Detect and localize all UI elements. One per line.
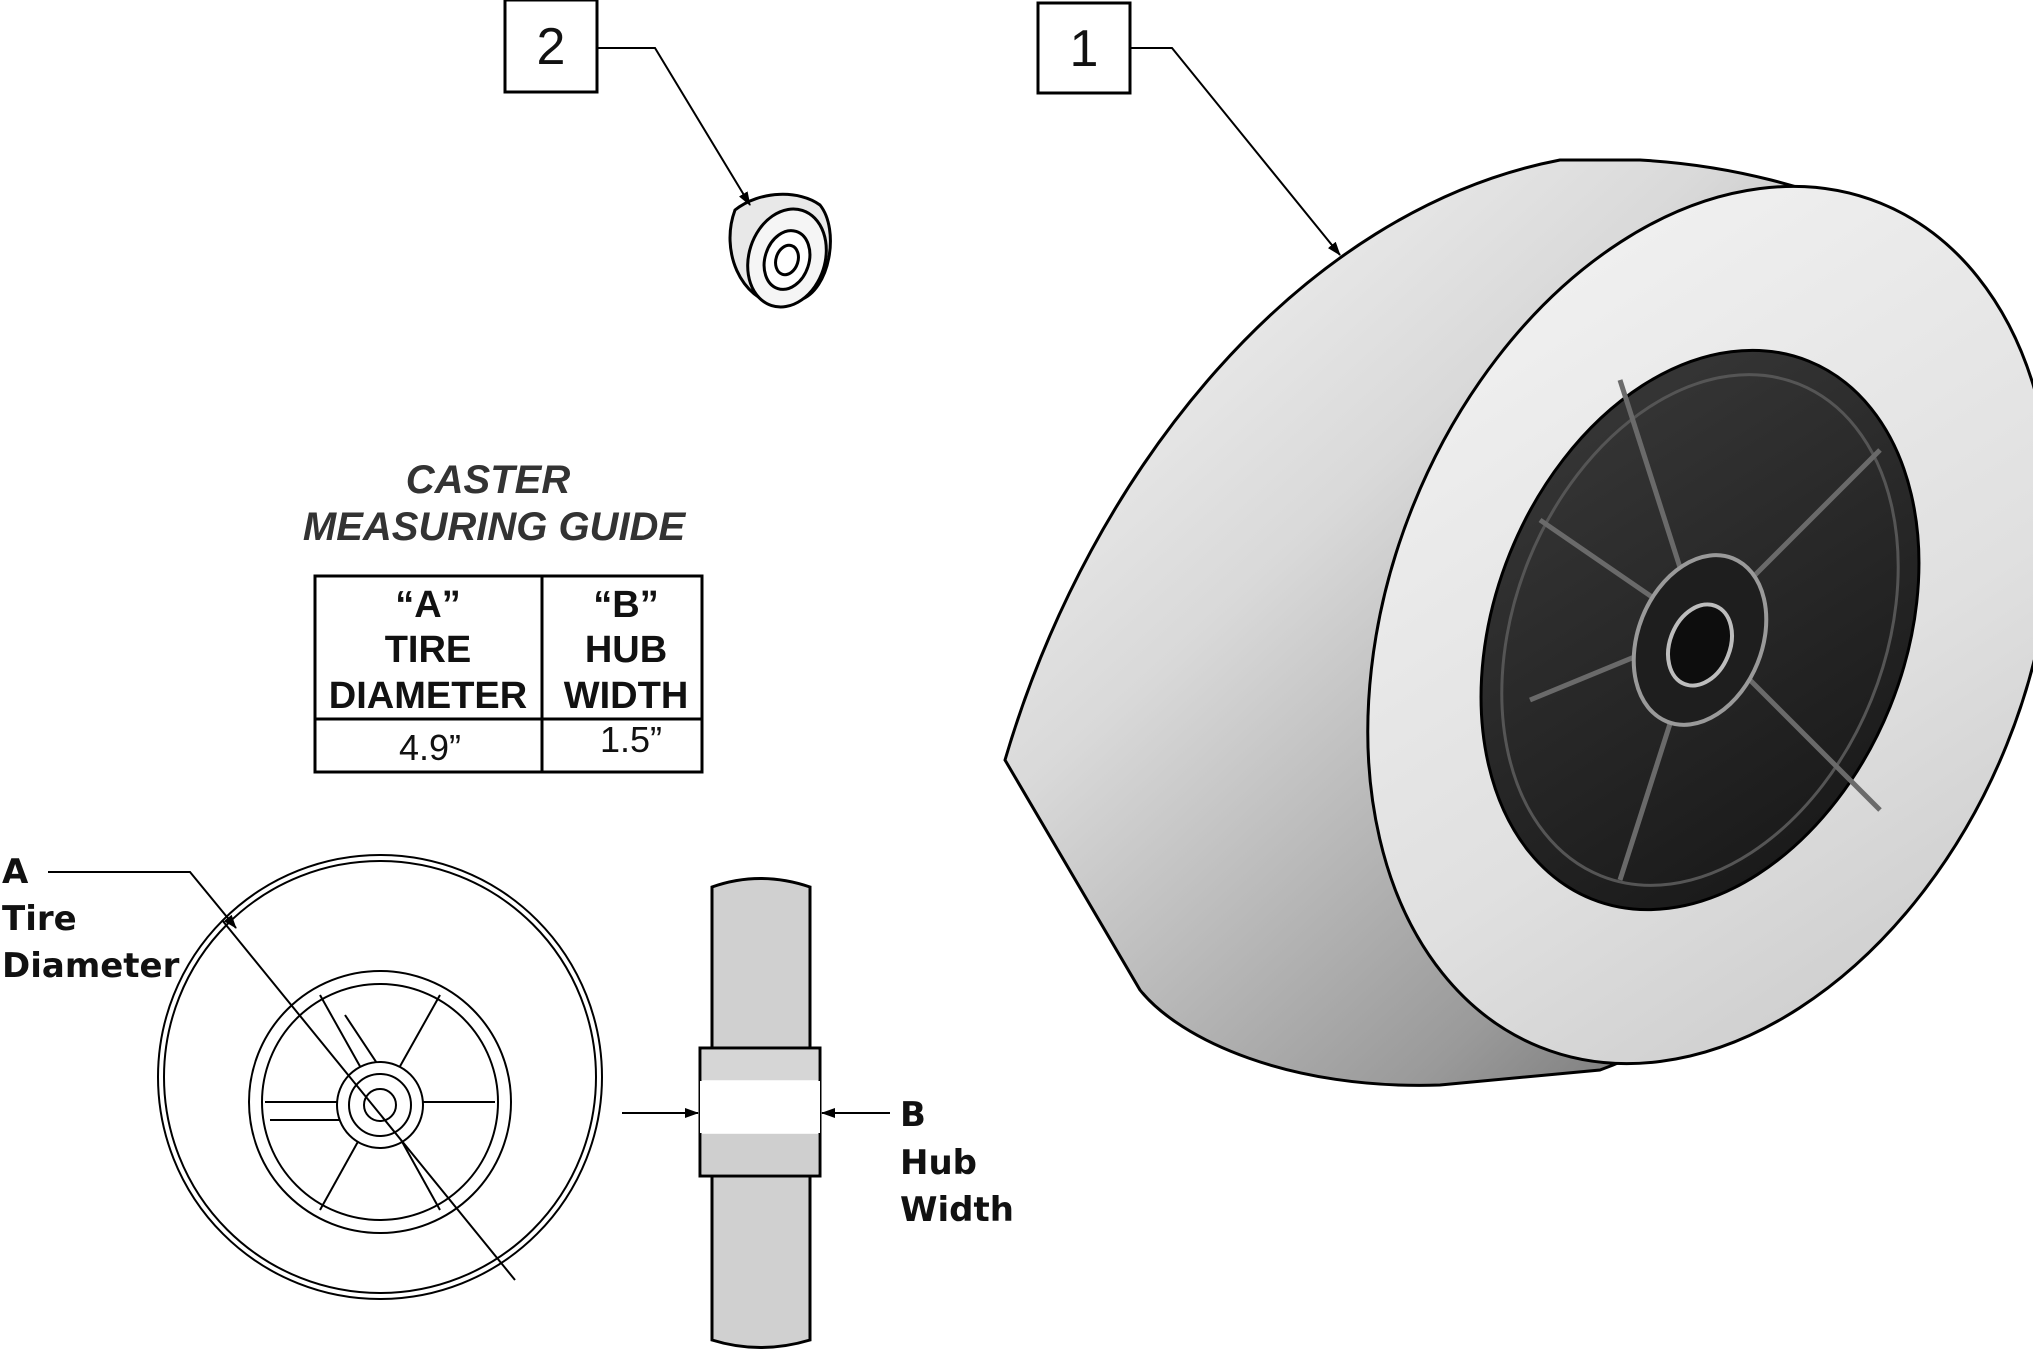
callout-2-box bbox=[503, 0, 599, 94]
callout-1-box bbox=[1036, 1, 1132, 95]
hub-bearing-inner bbox=[1666, 602, 1734, 688]
column-b-value: 1.5” bbox=[600, 719, 662, 760]
measuring-guide: CASTER MEASURING GUIDE “A” TIRE DIAMETER… bbox=[303, 458, 704, 774]
column-a-value: 4.9” bbox=[399, 727, 461, 768]
side-view-hub-highlight bbox=[700, 1081, 820, 1133]
bearing-bore bbox=[774, 243, 800, 277]
column-b-letter: “B” bbox=[593, 584, 658, 626]
column-b-line1: HUB bbox=[585, 629, 667, 671]
side-view-hub-shade-bottom bbox=[702, 1134, 818, 1174]
guide-table: “A” TIRE DIAMETER 4.9” “B” HUB WIDTH 1.5… bbox=[313, 574, 704, 774]
wheel-front-view bbox=[157, 854, 603, 1300]
caster-wheel-illustration bbox=[1003, 158, 2033, 1087]
dimension-b-line1: Hub bbox=[900, 1143, 977, 1183]
guide-title-line2: MEASURING GUIDE bbox=[303, 505, 687, 549]
front-view-hub-inner bbox=[261, 983, 499, 1221]
column-b-line2: WIDTH bbox=[564, 675, 689, 717]
front-view-tire-outer bbox=[157, 854, 603, 1300]
front-view-bearing-bore bbox=[363, 1088, 397, 1122]
callout-2[interactable]: 2 bbox=[503, 0, 751, 206]
callout-2-number: 2 bbox=[537, 18, 566, 76]
guide-title-line1: CASTER bbox=[406, 458, 571, 502]
side-view-hub-shade-top bbox=[702, 1050, 818, 1080]
callout-1[interactable]: 1 bbox=[1036, 1, 1341, 256]
callout-1-number: 1 bbox=[1070, 20, 1099, 78]
dimension-a-leader bbox=[48, 871, 237, 929]
dimension-a-line2: Diameter bbox=[2, 946, 180, 986]
callout-1-leader bbox=[1130, 47, 1341, 256]
diameter-a-line bbox=[221, 919, 516, 1281]
hub-inner-ring bbox=[1500, 373, 1900, 887]
dimension-a-label[interactable]: A Tire Diameter bbox=[2, 852, 237, 986]
front-view-hub-outer bbox=[248, 970, 512, 1234]
front-view-tire-inner bbox=[163, 860, 597, 1294]
bearing-illustration bbox=[728, 192, 832, 309]
guide-table-border bbox=[313, 574, 704, 774]
column-a-line2: DIAMETER bbox=[329, 675, 527, 717]
dimension-b-line2: Width bbox=[900, 1190, 1014, 1230]
dimension-a-line1: Tire bbox=[2, 899, 77, 939]
dimension-b[interactable]: B Hub Width bbox=[622, 1095, 1014, 1230]
column-a-letter: “A” bbox=[395, 584, 460, 626]
wheel-side-view bbox=[698, 877, 822, 1349]
dimension-a-letter: A bbox=[2, 852, 29, 892]
front-view-bearing-mid bbox=[348, 1073, 412, 1137]
column-a-line1: TIRE bbox=[385, 629, 472, 671]
dimension-b-letter: B bbox=[900, 1095, 926, 1135]
callout-2-leader bbox=[597, 47, 751, 206]
